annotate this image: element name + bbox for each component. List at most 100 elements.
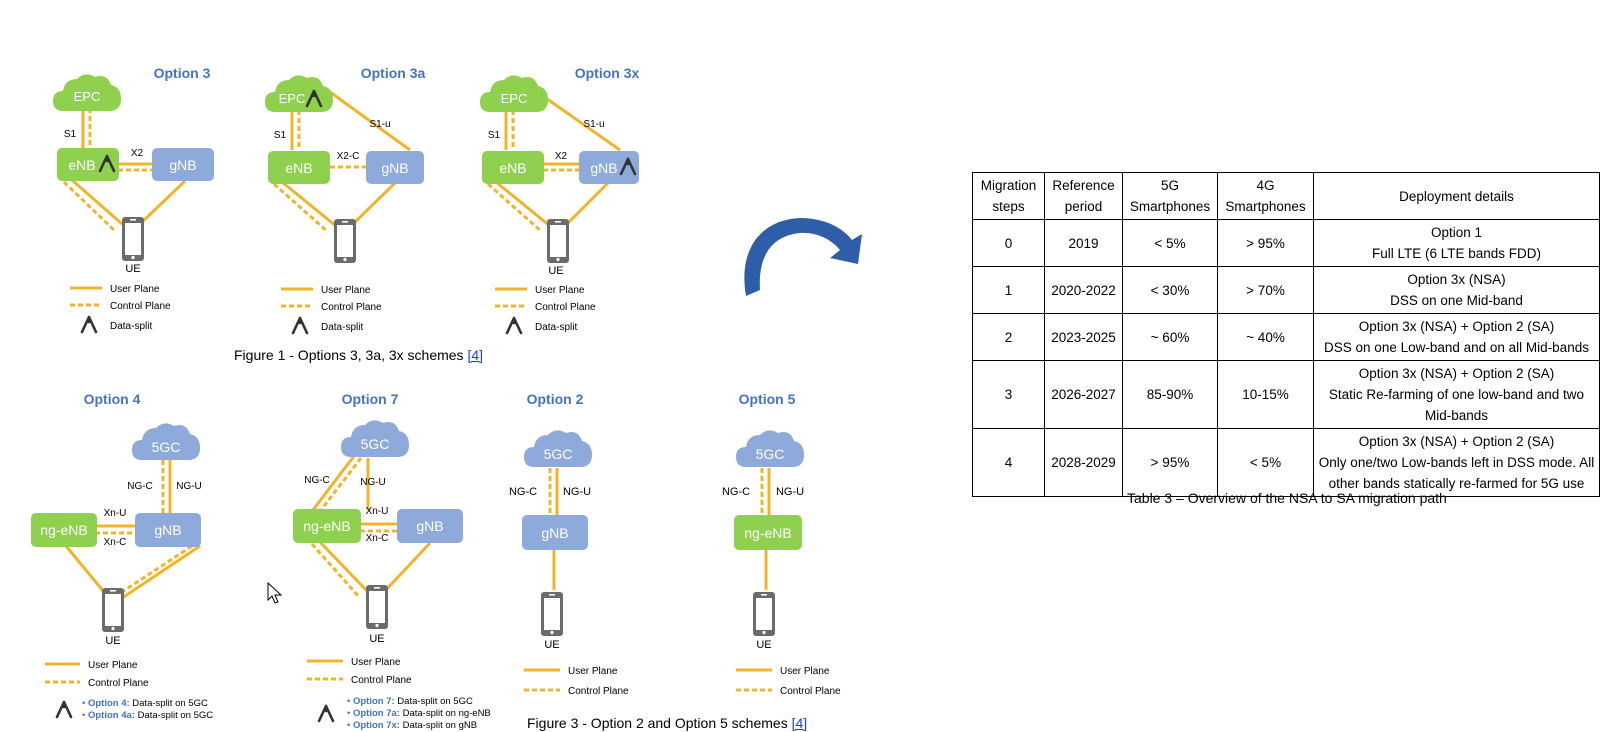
opt7a-note: • Option 7a: Data-split on ng-eNB [347, 708, 491, 719]
cell-period: 2023-2025 [1044, 313, 1123, 361]
legend-user-plane: User Plane [568, 666, 618, 677]
option5-title: Option 5 [739, 391, 796, 407]
legend-control-plane: Control Plane [568, 686, 629, 697]
opt7x-note: • Option 7x: Data-split on gNB [347, 720, 477, 731]
opt4-note: • Option 4: Data-split on 5GC [82, 698, 208, 709]
cell-step: 2 [972, 313, 1045, 361]
xnc-label: Xn-C [366, 533, 389, 544]
opt4a-note: • Option 4a: Data-split on 5GC [82, 710, 213, 721]
legend-user-plane: User Plane [88, 660, 138, 671]
s1u-label: S1-u [583, 119, 604, 130]
option3-title: Option 3 [154, 65, 211, 81]
s1u-label: S1-u [369, 119, 390, 130]
table-row: 1 2020-2022 < 30% > 70% Option 3x (NSA)D… [972, 266, 1600, 314]
legend-user-plane: User Plane [351, 657, 401, 668]
ue-label: UE [544, 639, 559, 651]
cell-details: Option 3x (NSA) + Option 2 (SA)DSS on on… [1313, 313, 1600, 361]
cell-5g: > 95% [1122, 428, 1218, 497]
figure3-caption-text: Figure 3 - Option 2 and Option 5 schemes [527, 715, 792, 731]
legend-data-split: Data-split [535, 322, 577, 333]
gnb-node [522, 515, 588, 550]
legend-user-plane: User Plane [535, 285, 585, 296]
ngc-label: NG-C [509, 486, 537, 498]
legend-user-plane: User Plane [780, 666, 830, 677]
ngc-label: NG-C [722, 486, 750, 498]
curved-arrow-icon [744, 218, 862, 296]
cell-period: 2028-2029 [1044, 428, 1123, 497]
option5-diagram: Option 5 5GC ng-eNB NG-C NG-U UE User Pl… [722, 391, 841, 697]
legend-control-plane: Control Plane [535, 302, 596, 313]
header-deployment-details: Deployment details [1313, 172, 1600, 220]
figure1-reference-link[interactable]: [4] [467, 347, 484, 363]
gnb-node [579, 151, 639, 184]
figure1-caption: Figure 1 - Options 3, 3a, 3x schemes [4] [234, 347, 483, 363]
ue-label: UE [756, 639, 771, 651]
x2-label: X2 [555, 151, 568, 162]
gnb-label: gNB [541, 525, 568, 541]
enb-label: eNB [285, 160, 312, 176]
table-row: 4 2028-2029 > 95% < 5% Option 3x (NSA) +… [972, 428, 1600, 497]
phone-icon [541, 592, 563, 636]
option7-diagram: Option 7 5GC ng-eNB gNB NG-C NG-U Xn-U X… [293, 391, 491, 731]
option4-diagram: Option 4 5GC ng-eNB gNB NG-C NG-U Xn-U X… [31, 391, 213, 721]
ng-enb-node [293, 509, 361, 543]
cell-5g: < 30% [1122, 266, 1218, 314]
data-split-icon [80, 315, 98, 334]
ngu-label: NG-U [776, 486, 804, 498]
legend-control-plane: Control Plane [110, 301, 171, 312]
enb-node [482, 151, 544, 184]
option4-title: Option 4 [84, 391, 141, 407]
ngu-label: NG-U [176, 481, 202, 492]
mouse-pointer-icon [267, 581, 283, 604]
xnc-label: Xn-C [104, 537, 127, 548]
gnb-label: gNB [381, 160, 408, 176]
enb-label: eNB [499, 160, 526, 176]
s1-label: S1 [488, 130, 501, 141]
ngc-label: NG-C [304, 475, 330, 486]
gnb-label: gNB [416, 518, 443, 534]
ue-label: UE [369, 633, 384, 645]
cell-step: 4 [972, 428, 1045, 497]
gnb-label: gNB [154, 522, 181, 538]
phone-icon [547, 219, 569, 263]
ue-label: UE [105, 635, 120, 647]
cell-step: 3 [972, 360, 1045, 429]
cell-5g: < 5% [1122, 219, 1218, 267]
ng-enb-label: ng-eNB [303, 518, 350, 534]
gnb-node [152, 148, 214, 181]
s1-label: S1 [64, 129, 77, 140]
s1-label: S1 [274, 130, 287, 141]
gnb-node [135, 513, 201, 547]
cell-details: Option 3x (NSA) + Option 2 (SA)Only one/… [1313, 428, 1600, 497]
option3x-diagram: Option 3x EPC eNB gNB S1 S1-u X2 UE User… [480, 65, 639, 335]
cell-period: 2026-2027 [1044, 360, 1123, 429]
option2-title: Option 2 [527, 391, 584, 407]
figure1-caption-text: Figure 1 - Options 3, 3a, 3x schemes [234, 347, 468, 363]
option7-title: Option 7 [342, 391, 399, 407]
ngu-label: NG-U [360, 477, 386, 488]
legend-control-plane: Control Plane [321, 302, 382, 313]
cell-4g: > 70% [1217, 266, 1314, 314]
gnb-node [397, 509, 463, 543]
opt7-note: • Option 7: Data-split on 5GC [347, 696, 473, 707]
legend-user-plane: User Plane [321, 285, 371, 296]
enb-node [57, 148, 119, 181]
legend-user-plane: User Plane [110, 284, 160, 295]
ngc-label: NG-C [127, 481, 153, 492]
x2c-label: X2-C [337, 151, 360, 162]
data-split-icon [505, 316, 523, 335]
ngu-label: NG-U [563, 486, 591, 498]
figure3-caption: Figure 3 - Option 2 and Option 5 schemes… [527, 715, 807, 731]
figure3-reference-link[interactable]: [4] [791, 715, 808, 731]
cell-period: 2019 [1044, 219, 1123, 267]
gnb-label: gNB [590, 160, 617, 176]
cell-details: Option 3x (NSA) + Option 2 (SA)Static Re… [1313, 360, 1600, 429]
phone-icon [122, 217, 144, 261]
epc-label: EPC [279, 91, 306, 106]
data-split-icon [291, 316, 309, 335]
